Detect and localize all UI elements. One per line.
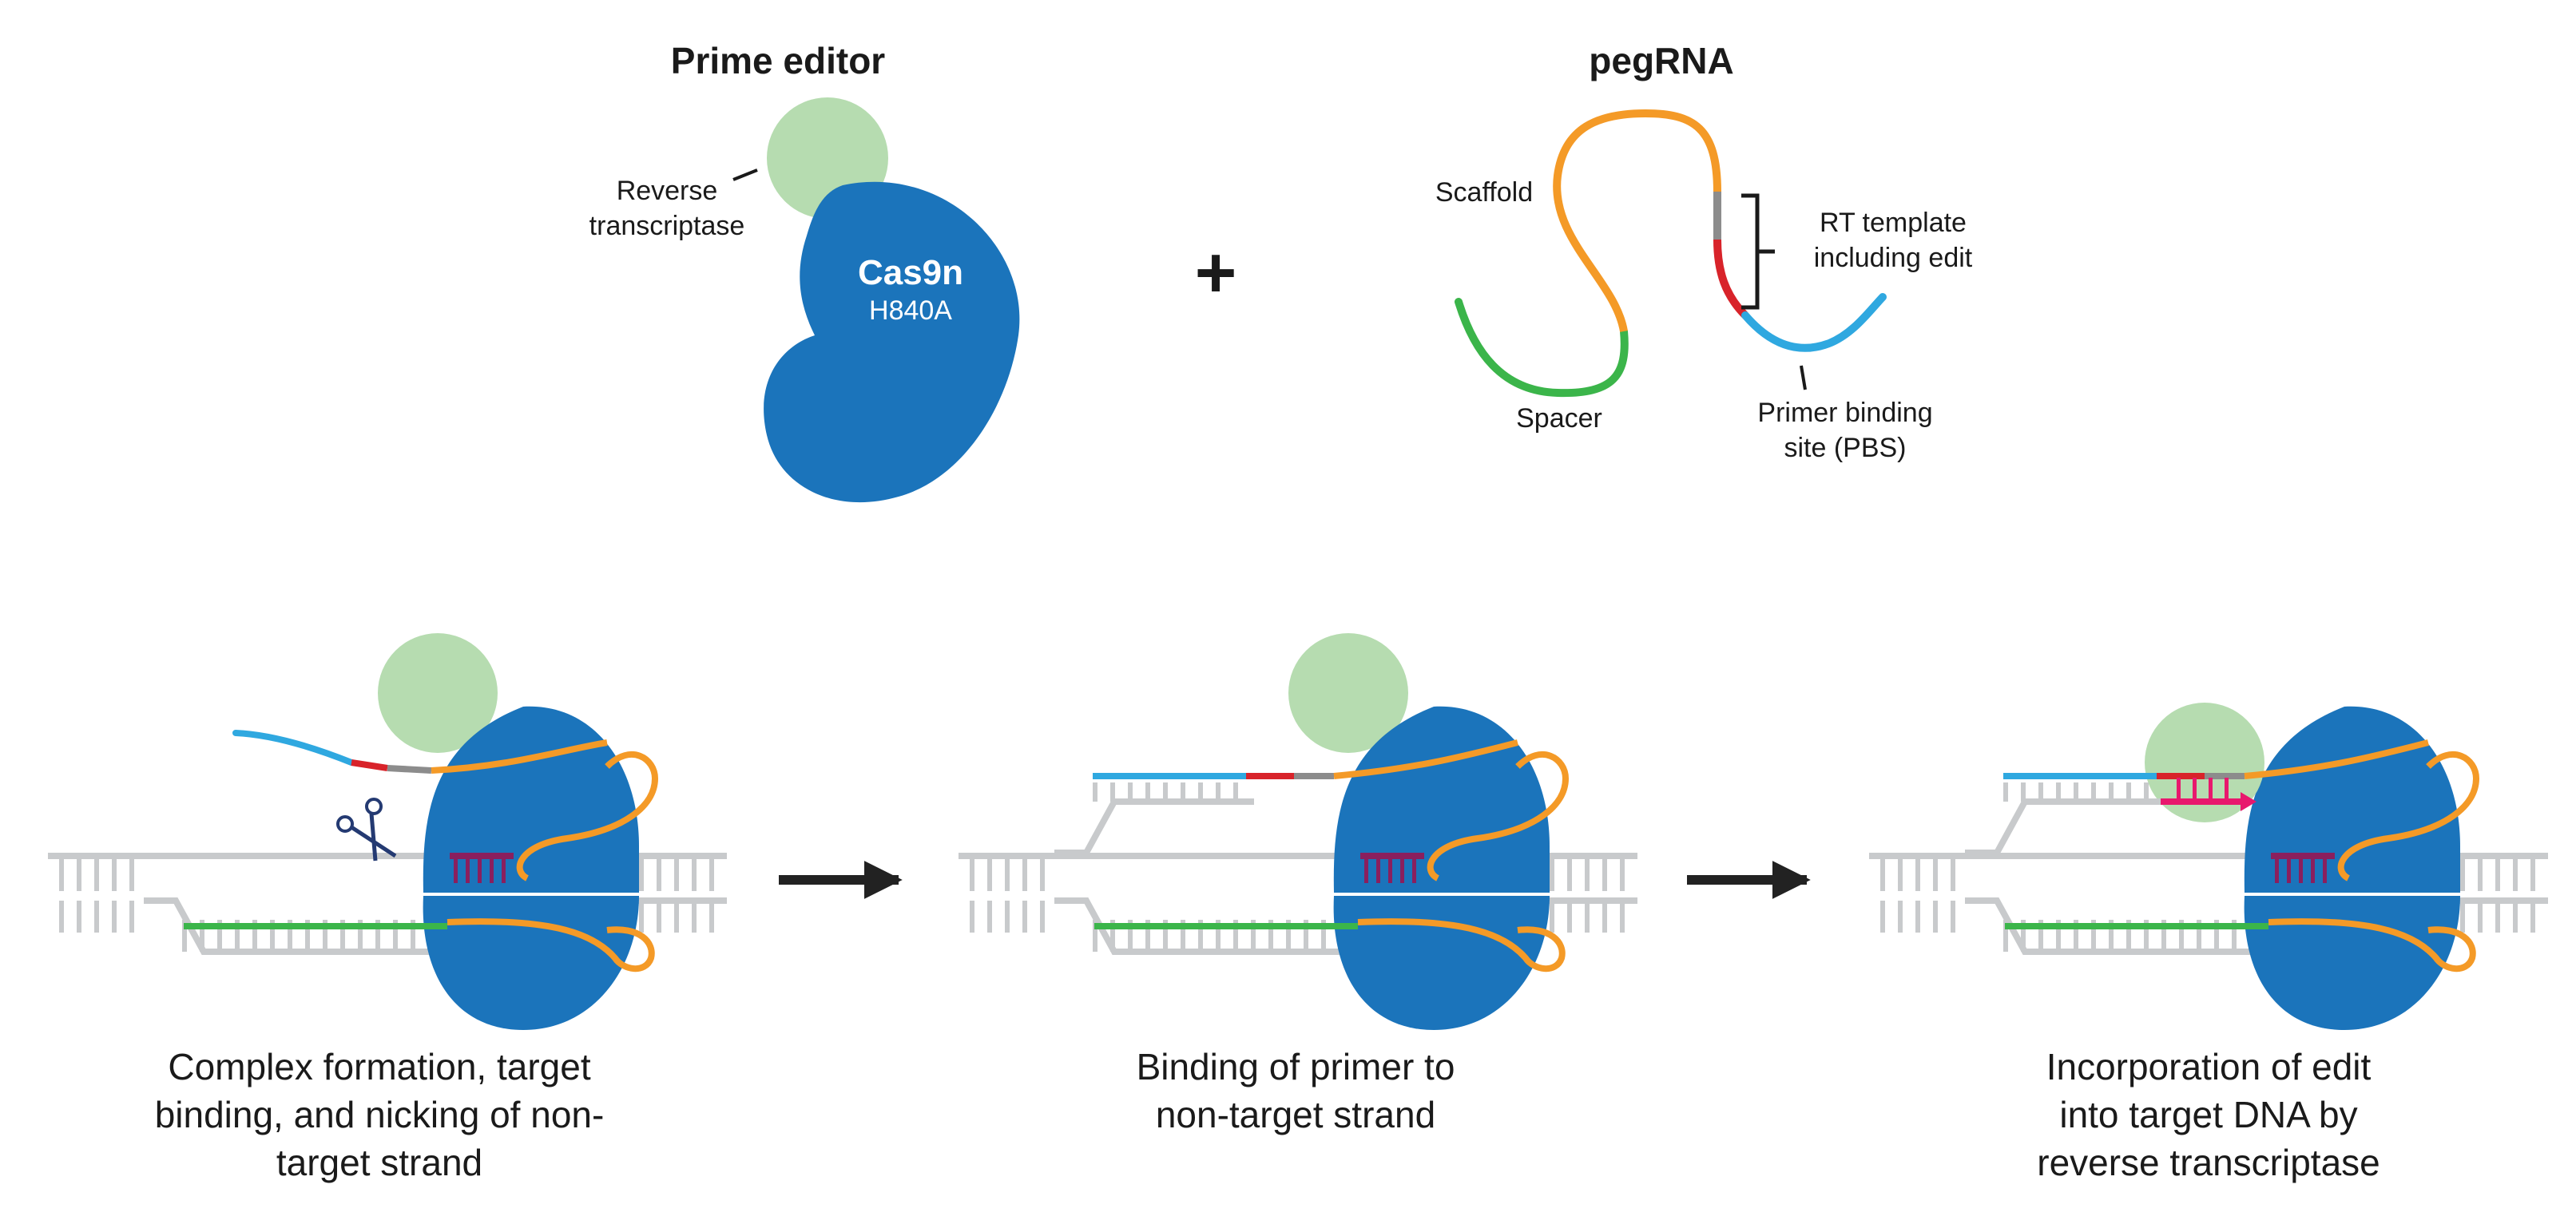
pegrna-scaffold-segment bbox=[1553, 109, 1721, 332]
prime-editor-title: Prime editor bbox=[671, 40, 886, 81]
pegrna-title: pegRNA bbox=[1589, 40, 1733, 81]
step-1-pbs-flap bbox=[232, 730, 355, 766]
pbs-leader-line bbox=[1800, 365, 1807, 390]
step-1-caption-line-3: target strand bbox=[276, 1142, 482, 1183]
step-3-caption-line-2: into target DNA by bbox=[2059, 1094, 2357, 1135]
cas9n-label: Cas9n bbox=[858, 253, 963, 292]
rt-leader-line bbox=[732, 168, 758, 181]
plus-sign: + bbox=[1195, 233, 1237, 313]
rt-label-line-2: transcriptase bbox=[589, 211, 745, 241]
prime-editor-panel: Prime editor Cas9n H840A Reverse transcr… bbox=[589, 40, 1020, 503]
cas9n-variant: H840A bbox=[869, 295, 952, 326]
pegrna-panel: pegRNA Scaffold Spacer RT template inclu… bbox=[1435, 40, 1973, 463]
pbs-label-line-1: Primer binding bbox=[1757, 398, 1932, 428]
step-1-caption-line-1: Complex formation, target bbox=[168, 1046, 590, 1087]
pegrna-pbs-segment bbox=[1741, 293, 1887, 352]
step-1-panel: Complex formation, target binding, and n… bbox=[48, 633, 727, 1183]
step-2-caption-line-1: Binding of primer to bbox=[1137, 1046, 1455, 1087]
step-3-rt bbox=[2145, 703, 2264, 822]
rt-template-label-line-1: RT template bbox=[1820, 208, 1967, 238]
rt-label-line-1: Reverse bbox=[617, 176, 718, 206]
rt-template-bracket bbox=[1741, 193, 1760, 310]
scissors-icon bbox=[336, 798, 397, 862]
step-2-rt bbox=[1288, 633, 1408, 753]
step-3-caption-line-3: reverse transcriptase bbox=[2037, 1142, 2380, 1183]
spacer-label: Spacer bbox=[1516, 403, 1602, 434]
step-1-rt bbox=[378, 633, 498, 753]
step-2-caption-line-2: non-target strand bbox=[1156, 1094, 1435, 1135]
cas9n-shape bbox=[764, 181, 1020, 503]
step-2-panel: Binding of primer to non-target strand bbox=[959, 633, 1637, 1135]
step-3-caption-line-1: Incorporation of edit bbox=[2046, 1046, 2372, 1087]
scaffold-label: Scaffold bbox=[1435, 177, 1533, 208]
pbs-label-line-2: site (PBS) bbox=[1784, 433, 1906, 463]
step-1-complex bbox=[48, 707, 727, 1030]
rt-template-label-line-2: including edit bbox=[1814, 243, 1973, 273]
pegrna-edit-segment bbox=[1713, 239, 1748, 319]
pegrna-spacer-segment bbox=[1455, 298, 1629, 398]
step-3-panel: Incorporation of edit into target DNA by… bbox=[1869, 703, 2548, 1183]
new-dna-synthesis bbox=[2161, 778, 2256, 811]
step-1-caption-line-2: binding, and nicking of non- bbox=[155, 1094, 605, 1135]
